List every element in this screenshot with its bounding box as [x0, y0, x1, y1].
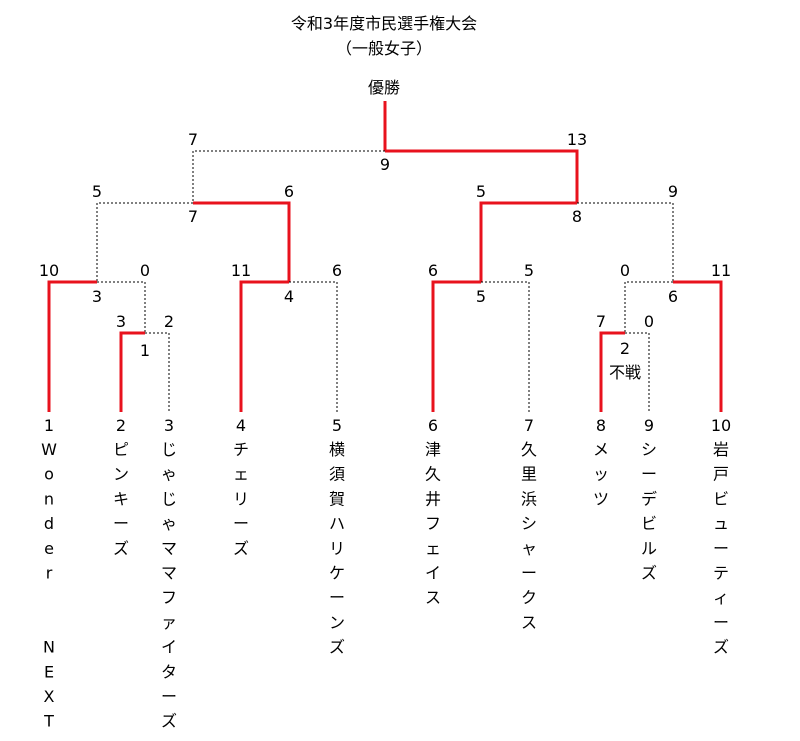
bracket-subtitle: （一般女子） [336, 39, 432, 58]
match2-left-line [599, 331, 625, 412]
match-number: 3 [92, 287, 102, 306]
team-name: 岩戸ビューティーズ [713, 440, 729, 657]
team-seed: 1 [44, 416, 54, 435]
team-name: 久里浜シャークス [521, 440, 537, 632]
bracket-lines [47, 101, 723, 412]
score-label: 5 [476, 182, 486, 201]
team-seed: 3 [164, 416, 174, 435]
score-label: 6 [284, 182, 294, 201]
match-number: 9 [380, 155, 390, 174]
match-number: 4 [284, 287, 294, 306]
match5-left-line [431, 280, 481, 412]
team-seed: 4 [236, 416, 246, 435]
score-label: 13 [567, 130, 587, 149]
team-name: チェリーズ [233, 440, 249, 558]
match-numbers: 9 7 8 3 4 5 6 1 2 不戦 [92, 155, 678, 382]
score-label: 6 [428, 261, 438, 280]
final-left-line [192, 150, 385, 203]
walkover-note: 不戦 [609, 363, 641, 382]
team-name: じゃじゃママファイターズ [161, 440, 177, 731]
score-label: 7 [188, 130, 198, 149]
match1-left-line [119, 331, 145, 412]
score-label: 0 [620, 261, 630, 280]
score-label: 2 [164, 312, 174, 331]
match-number: 7 [188, 207, 198, 226]
match5-right-line [481, 281, 530, 412]
score-label: 0 [140, 261, 150, 280]
semi7-right-line [193, 201, 291, 282]
score-label: 0 [644, 312, 654, 331]
match3-left-line [47, 280, 97, 412]
semi7-left-line [96, 202, 193, 282]
team-seed: 5 [332, 416, 342, 435]
score-label: 7 [596, 312, 606, 331]
score-label: 11 [711, 261, 731, 280]
match4-left-line [239, 280, 289, 412]
team-name: 津久井フェイス [425, 440, 441, 607]
team-name: ピンキーズ [113, 440, 129, 558]
match6-left-line [624, 281, 673, 333]
team-name: メッツ [593, 440, 609, 508]
score-label: 3 [116, 312, 126, 331]
match-number: 2 [620, 339, 630, 358]
match3-right-line [97, 281, 146, 333]
match-number: 1 [140, 341, 150, 360]
score-label: 11 [231, 261, 251, 280]
match-scores: 7 13 5 6 5 9 10 0 11 6 6 5 0 11 3 2 7 0 [39, 130, 731, 331]
match6-right-line [673, 280, 723, 412]
match4-right-line [289, 281, 338, 412]
score-label: 5 [524, 261, 534, 280]
match-number: 5 [476, 287, 486, 306]
team-seed: 10 [711, 416, 731, 435]
semi8-left-line [479, 201, 577, 282]
team-seed: 8 [596, 416, 606, 435]
match-number: 6 [668, 287, 678, 306]
team-name: シーデビルズ [641, 440, 657, 583]
match1-right-line [145, 332, 170, 412]
score-label: 5 [92, 182, 102, 201]
final-right-line [385, 149, 579, 203]
score-label: 10 [39, 261, 59, 280]
score-label: 6 [332, 261, 342, 280]
match2-right-line [625, 332, 650, 412]
team-seed: 6 [428, 416, 438, 435]
score-label: 9 [668, 182, 678, 201]
team-seed: 7 [524, 416, 534, 435]
champion-label: 優勝 [368, 78, 400, 97]
semi8-right-line [577, 202, 674, 282]
bracket-title: 令和3年度市民選手権大会 [291, 14, 477, 33]
team-seed: 2 [116, 416, 126, 435]
match-number: 8 [572, 207, 582, 226]
team-name: 横須賀ハリケーンズ [329, 440, 345, 657]
team-seed: 9 [644, 416, 654, 435]
